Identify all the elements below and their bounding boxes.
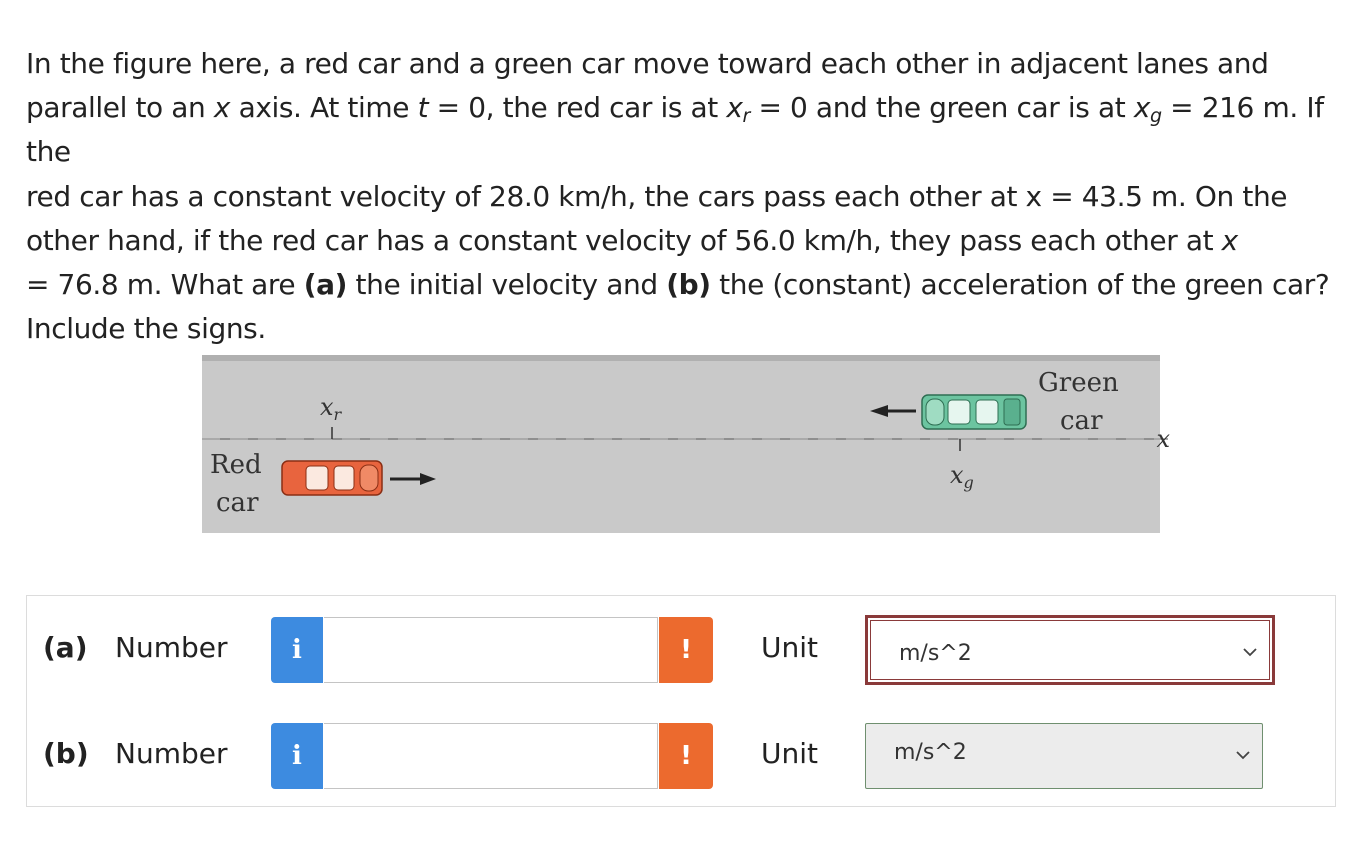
- chevron-down-icon: [1243, 648, 1257, 657]
- red-car-label-line-2: car: [216, 488, 259, 518]
- unit-select-a[interactable]: m/s^2: [865, 615, 1275, 685]
- green-car-arrow-icon: [870, 405, 916, 417]
- green-car-label-line-2: car: [1060, 406, 1103, 436]
- unit-select-b-value: m/s^2: [894, 740, 967, 765]
- info-icon: i: [292, 635, 302, 665]
- red-car-arrow-icon: [390, 473, 436, 485]
- road-top-edge: [202, 355, 1160, 361]
- question-line-4: other hand, if the red car has a constan…: [26, 223, 1238, 257]
- two-cars-figure: xr xg Red car Green car x: [202, 355, 1172, 535]
- answer-panel: (a) Number i ! Unit m/s^2 (b) Number i !…: [26, 595, 1336, 807]
- warning-button-b[interactable]: !: [659, 723, 713, 789]
- info-icon: i: [292, 741, 302, 771]
- red-car: [281, 460, 383, 496]
- question-line-3: red car has a constant velocity of 28.0 …: [26, 179, 1288, 213]
- xr-label: xr: [320, 393, 343, 424]
- part-b-label: (b): [43, 737, 89, 770]
- answer-row-b: (b) Number i ! Unit m/s^2: [27, 723, 1335, 789]
- unit-label-b: Unit: [761, 737, 818, 770]
- answer-row-a: (a) Number i ! Unit m/s^2: [27, 615, 1335, 685]
- info-button-a[interactable]: i: [271, 617, 323, 683]
- unit-label-a: Unit: [761, 631, 818, 664]
- exclamation-icon: !: [680, 635, 692, 665]
- number-label-a: Number: [115, 631, 228, 664]
- red-car-label-line-1: Red: [210, 450, 262, 480]
- number-input-b[interactable]: [324, 723, 658, 789]
- xg-label: xg: [950, 461, 974, 492]
- green-car-label-line-1: Green: [1038, 368, 1119, 398]
- warning-button-a[interactable]: !: [659, 617, 713, 683]
- part-a-label: (a): [43, 631, 88, 664]
- question-line-6: Include the signs.: [26, 312, 266, 346]
- question-text: In the figure here, a red car and a gree…: [26, 42, 1336, 351]
- green-car: [921, 394, 1027, 430]
- question-line-2: parallel to an x axis. At time t = 0, th…: [26, 91, 1324, 169]
- figure-svg: xr xg Red car Green car x: [202, 355, 1170, 533]
- unit-select-b-box: m/s^2: [865, 723, 1263, 789]
- question-line-5: = 76.8 m. What are (a) the initial veloc…: [26, 268, 1330, 302]
- x-axis-label: x: [1156, 425, 1170, 453]
- question-line-1: In the figure here, a red car and a gree…: [26, 47, 1269, 80]
- number-input-a[interactable]: [324, 617, 658, 683]
- unit-select-a-box: m/s^2: [870, 620, 1270, 680]
- exclamation-icon: !: [680, 741, 692, 771]
- unit-select-a-value: m/s^2: [899, 641, 972, 666]
- road: [202, 355, 1160, 533]
- unit-select-b[interactable]: m/s^2: [865, 723, 1263, 789]
- chevron-down-icon: [1236, 751, 1250, 760]
- number-label-b: Number: [115, 737, 228, 770]
- info-button-b[interactable]: i: [271, 723, 323, 789]
